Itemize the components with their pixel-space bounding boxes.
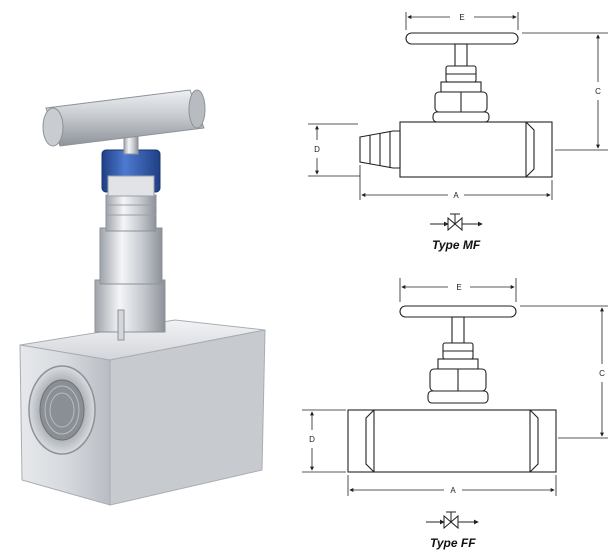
type-ff-drawing — [347, 305, 557, 473]
type-mf-caption: Type MF — [432, 238, 481, 252]
valve-photo — [19, 89, 266, 506]
type-ff-caption: Type FF — [430, 536, 476, 550]
technical-drawings: E C D A — [302, 12, 608, 530]
mf-dim-d: D — [314, 145, 320, 154]
ff-dim-e: E — [456, 283, 461, 292]
mf-dim-e: E — [459, 13, 464, 22]
needle-valve-symbol-icon — [430, 213, 483, 232]
mf-dim-a: A — [453, 191, 459, 200]
type-mf-drawing — [359, 32, 553, 178]
ff-dim-d: D — [309, 435, 315, 444]
needle-valve-symbol-icon — [426, 511, 479, 530]
ff-dim-c: C — [599, 369, 605, 378]
ff-dim-a: A — [450, 486, 456, 495]
mf-dim-c: C — [595, 87, 601, 96]
